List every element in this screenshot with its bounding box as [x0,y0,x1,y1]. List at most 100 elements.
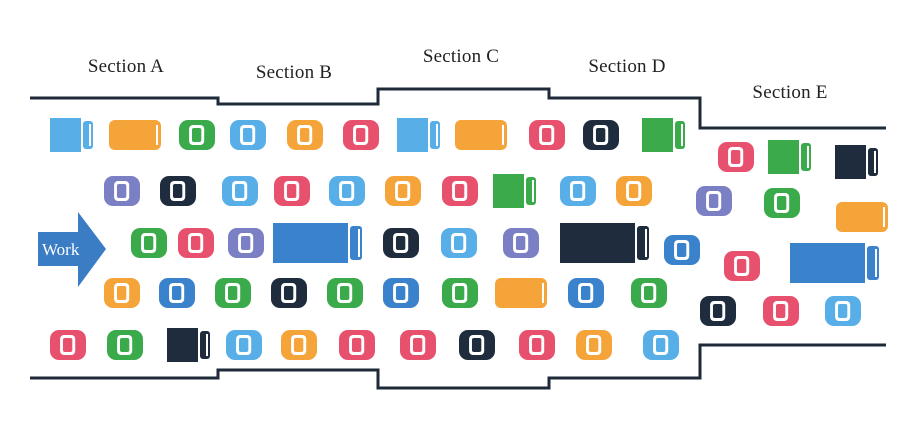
car-roof [595,128,606,142]
car-vehicle [442,278,478,308]
truck-vehicle [167,328,210,362]
car-roof [515,236,526,250]
truck-window [645,229,647,257]
car-roof [242,128,253,142]
car-roof [143,236,154,250]
truck-cab [868,148,878,176]
bus-front [883,207,885,227]
car-roof [395,286,406,300]
car-roof [712,304,723,318]
car-roof [299,128,310,142]
truck-cab [83,121,93,149]
truck-vehicle [642,118,685,152]
car-roof [234,184,245,198]
car-roof [730,150,741,164]
car-vehicle [400,330,436,360]
car-vehicle [215,278,251,308]
truck-window [358,229,360,257]
car-roof [776,196,787,210]
truck-cargo [397,118,428,152]
bus-vehicle [455,120,507,150]
car-vehicle [230,120,266,150]
truck-cargo [768,140,799,174]
car-vehicle [327,278,363,308]
car-vehicle [222,176,258,206]
work-arrow: Work [38,212,106,287]
car-roof [116,184,127,198]
car-roof [171,286,182,300]
car-roof [119,338,130,352]
car-roof [708,194,719,208]
car-roof [454,184,465,198]
car-vehicle [576,330,612,360]
car-roof [531,338,542,352]
truck-vehicle [835,145,878,179]
section-e-label: Section E [752,82,828,103]
vehicles-layer [50,118,888,362]
road-top-edge [30,87,886,130]
car-vehicle [228,228,264,258]
section-b-label: Section B [255,62,333,83]
bus-vehicle [495,278,547,308]
longtruck-vehicle [273,223,362,263]
car-vehicle [568,278,604,308]
car-roof [588,338,599,352]
car-roof [190,236,201,250]
truck-cab [200,331,210,359]
car-vehicle [616,176,652,206]
longtruck-vehicle [790,243,879,283]
car-vehicle [441,228,477,258]
bus-body [455,120,507,150]
truck-window [436,124,438,146]
road-bottom-edge [30,343,886,390]
section-c-label: Section C [422,46,500,67]
bus-front [156,125,158,145]
car-vehicle [50,330,86,360]
car-vehicle [700,296,736,326]
truck-cab [867,246,879,280]
car-vehicle [287,120,323,150]
bus-vehicle [836,202,888,232]
work-label: Work [42,240,80,259]
car-vehicle [329,176,365,206]
truck-window [807,146,809,168]
car-vehicle [339,330,375,360]
car-vehicle [179,120,215,150]
car-roof [227,286,238,300]
car-roof [395,236,406,250]
truck-cargo [560,223,635,263]
truck-cargo [167,328,198,362]
truck-cab [675,121,685,149]
truck-window [532,180,534,202]
car-vehicle [764,188,800,218]
truck-vehicle [50,118,93,152]
car-vehicle [724,251,760,281]
car-vehicle [718,142,754,172]
truck-window [681,124,683,146]
truck-cab [430,121,440,149]
arrow-shape [38,212,106,287]
truck-cargo [493,174,524,208]
car-vehicle [643,330,679,360]
car-vehicle [160,176,196,206]
bus-body [495,278,547,308]
car-roof [191,128,202,142]
bus-body [109,120,161,150]
truck-cargo [642,118,673,152]
truck-cargo [50,118,81,152]
car-roof [283,286,294,300]
truck-window [874,151,876,173]
truck-cargo [790,243,865,283]
car-roof [580,286,591,300]
car-vehicle [459,330,495,360]
car-vehicle [383,228,419,258]
longtruck-vehicle [560,223,649,263]
car-vehicle [442,176,478,206]
car-vehicle [343,120,379,150]
truck-cab [801,143,811,171]
truck-vehicle [397,118,440,152]
car-roof [736,259,747,273]
car-vehicle [503,228,539,258]
car-vehicle [763,296,799,326]
car-roof [775,304,786,318]
